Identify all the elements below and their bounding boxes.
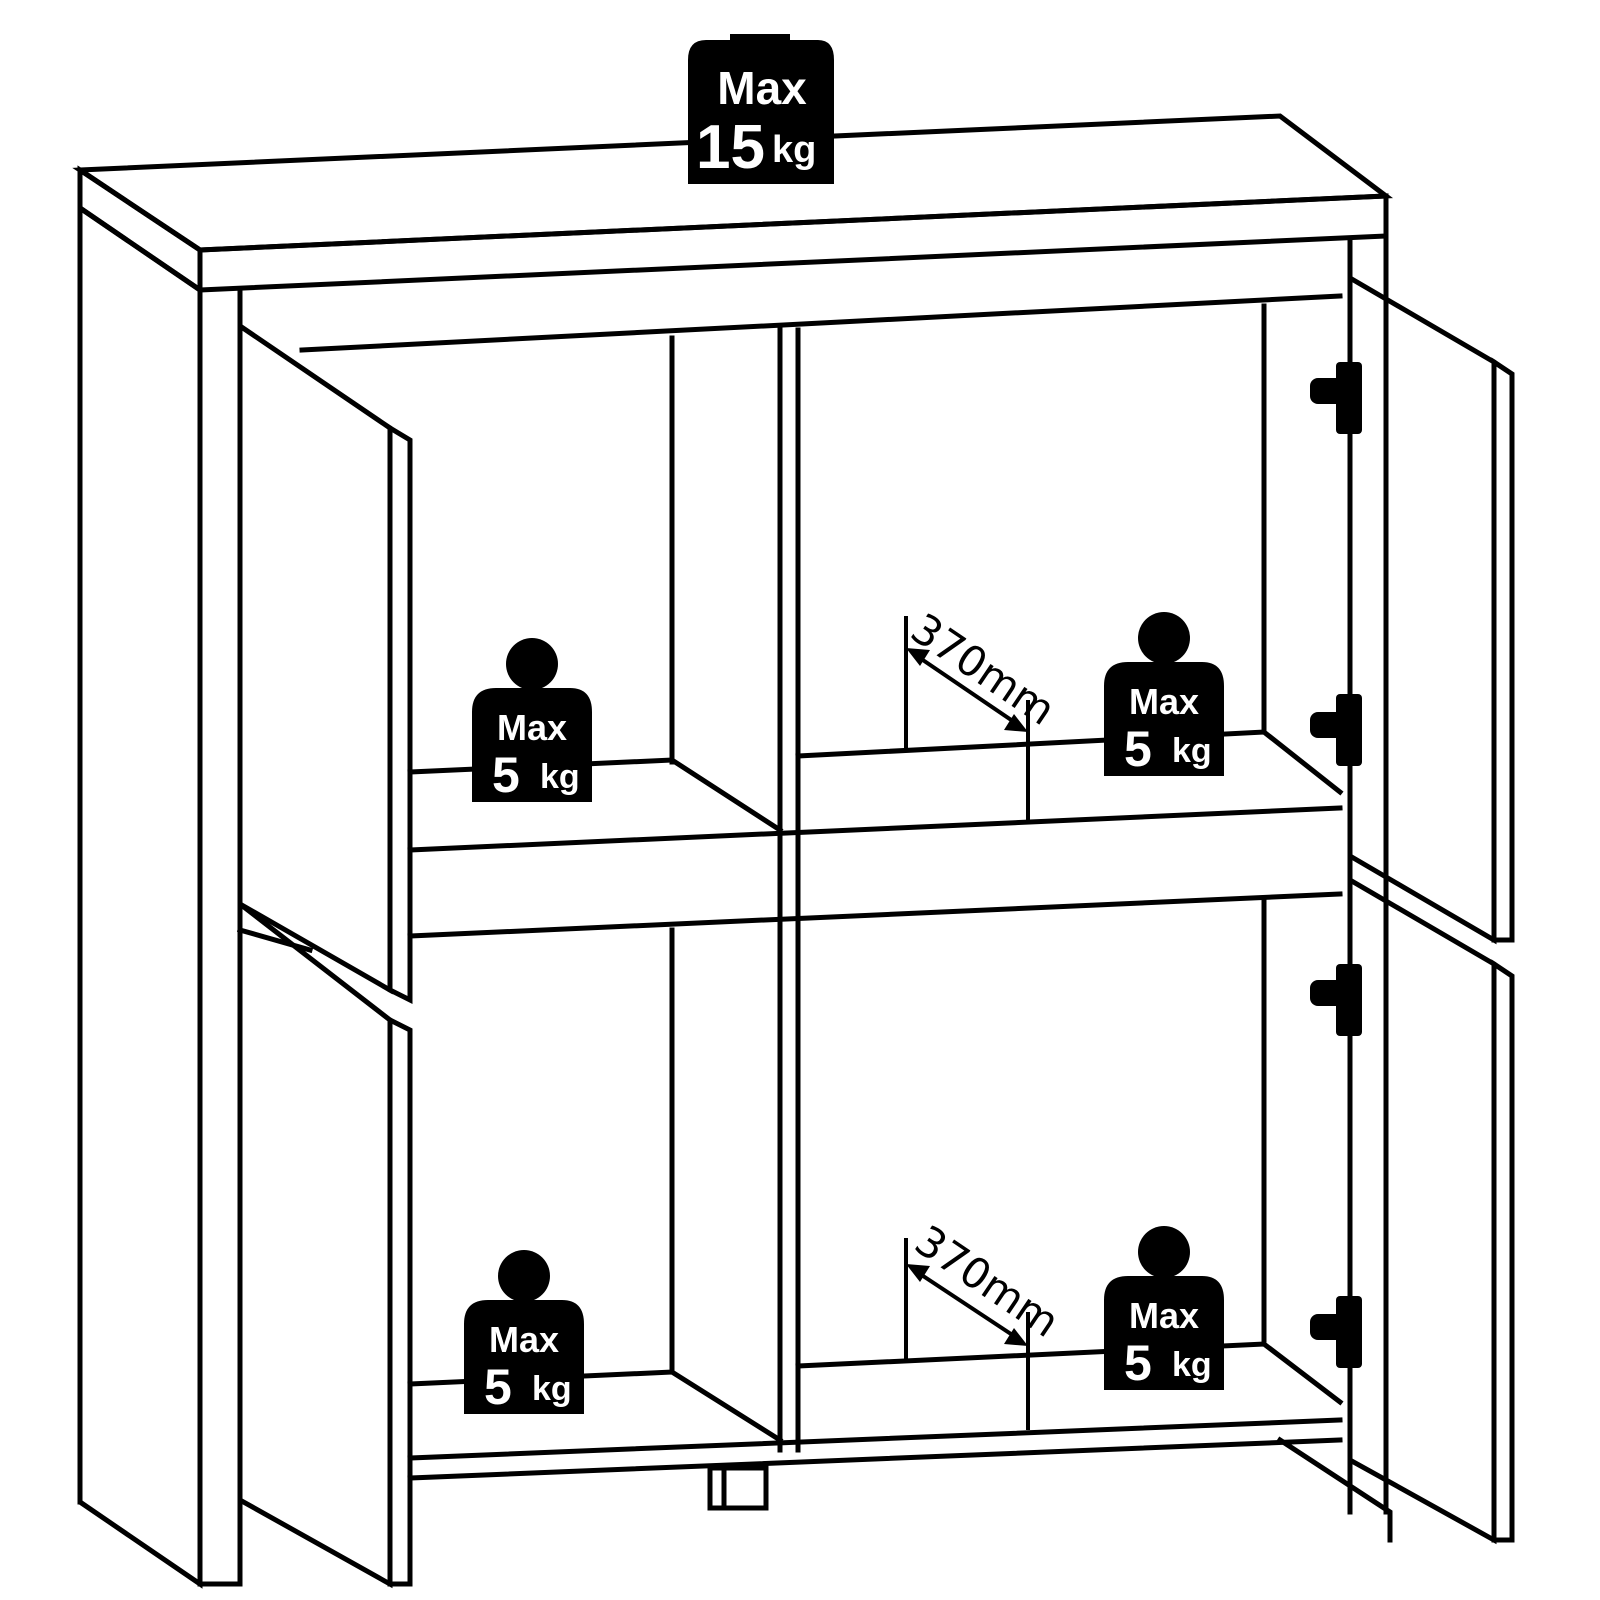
shelf-weight-unit: kg (540, 758, 580, 796)
left-lower-door[interactable] (236, 898, 413, 1589)
top-weight-unit: kg (772, 129, 816, 171)
hinge-icon (1310, 694, 1362, 766)
shelf-weight-value: 5 (492, 747, 520, 803)
right-upper-door[interactable] (1347, 273, 1515, 945)
depth-dimension-lower: 370mm (904, 1216, 1068, 1430)
top-weight-word: Max (717, 62, 807, 114)
right-lower-door[interactable] (1347, 875, 1515, 1545)
shelf-weight-icon: Max 5 kg (464, 1250, 584, 1415)
right-plinth (1276, 1436, 1393, 1543)
shelf-weight-value: 5 (1124, 721, 1152, 777)
shelf-weight-value: 5 (484, 1359, 512, 1415)
bottom-shelf-back-right (795, 1341, 1344, 1406)
shelf-weight-word: Max (1129, 1295, 1199, 1336)
middle-board-top (407, 805, 1343, 853)
hinge-icon (1310, 964, 1362, 1036)
shelf-weight-unit: kg (1172, 732, 1212, 770)
upper-back-top (299, 293, 1343, 353)
top-slab-side (77, 165, 203, 295)
shelf-weight-word: Max (1129, 681, 1199, 722)
hinge-icon (1310, 362, 1362, 434)
left-upper-door[interactable] (237, 321, 413, 1005)
depth-dimension-upper: 370mm (902, 604, 1064, 824)
shelf-weight-value: 5 (1124, 1335, 1152, 1391)
shelf-weight-icon: Max 5 kg (1104, 612, 1224, 777)
left-side-panel (77, 203, 203, 1589)
top-weight-value: 15 (696, 113, 765, 182)
shelf-weight-unit: kg (1172, 1346, 1212, 1384)
shelf-weight-word: Max (497, 707, 567, 748)
hinge-icon (1310, 1296, 1362, 1368)
shelf-weight-unit: kg (532, 1370, 572, 1408)
depth-dimension-label: 370mm (902, 604, 1064, 735)
bottom-board-top (407, 1417, 1343, 1461)
bottom-board-bottom (407, 1437, 1343, 1481)
shelf-weight-icon: Max 5 kg (1104, 1226, 1224, 1391)
shelf-weight-icon: Max 5 kg (472, 638, 592, 803)
top-slab-front (197, 193, 1389, 293)
center-foot (707, 1465, 769, 1511)
middle-board-bottom (407, 891, 1343, 939)
top-weight-icon: Max 15 kg (688, 34, 834, 184)
upper-shelf-back-right (795, 729, 1344, 796)
shelf-weight-word: Max (489, 1319, 559, 1360)
upper-shelf-back-left (407, 757, 784, 834)
